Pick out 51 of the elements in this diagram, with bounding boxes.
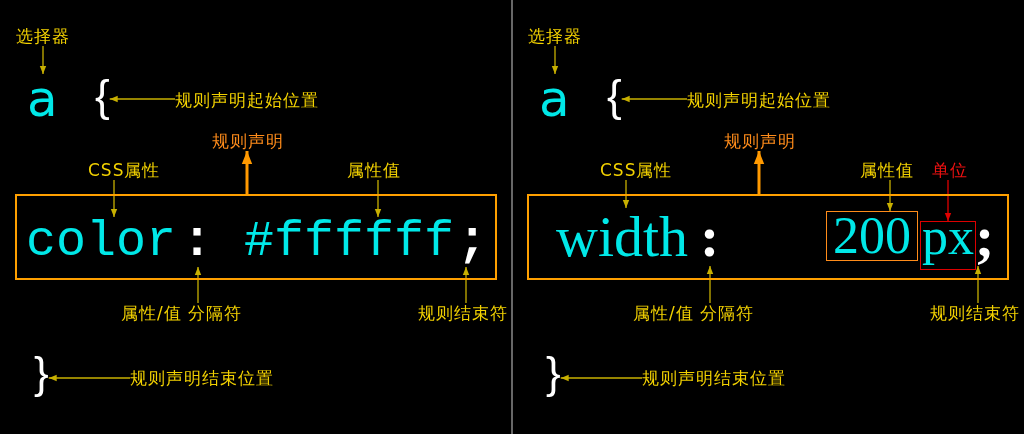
annotation-label: 属性值 (860, 160, 914, 180)
arrow (241, 151, 253, 194)
semicolon: ; (457, 217, 487, 267)
annotation-label: 选择器 (16, 26, 70, 46)
annotation-label: 规则声明 (724, 131, 796, 151)
annotation-label: 属性/值 分隔符 (121, 303, 243, 323)
arrow (944, 179, 952, 222)
annotation-label: 选择器 (528, 26, 582, 46)
colon: : (700, 208, 720, 266)
arrow (974, 265, 982, 304)
closing-brace: } (34, 348, 49, 399)
arrow (374, 179, 382, 218)
annotation-label: 规则声明 (212, 131, 284, 151)
arrow (110, 179, 118, 218)
arrow (109, 95, 176, 103)
unit-text: px (920, 221, 976, 270)
annotation-label: 规则声明结束位置 (642, 368, 786, 388)
annotation-label: 规则声明结束位置 (130, 368, 274, 388)
value-number: 200 (826, 211, 918, 261)
annotation-label: 属性值 (347, 160, 401, 180)
selector-text: a (539, 74, 570, 124)
arrow (194, 266, 202, 304)
annotation-label: CSS属性 (88, 160, 161, 180)
arrow (551, 45, 559, 75)
arrow (622, 179, 630, 209)
arrow (753, 151, 765, 194)
declaration-box (15, 194, 497, 280)
closing-brace: } (546, 348, 561, 399)
arrow (39, 45, 47, 75)
arrow (560, 374, 643, 382)
annotation-label: 规则声明起始位置 (175, 90, 319, 110)
arrow (886, 179, 894, 212)
annotation-label: 规则结束符 (930, 303, 1020, 323)
arrow (621, 95, 688, 103)
annotation-label: 规则结束符 (418, 303, 508, 323)
annotation-label: CSS属性 (600, 160, 673, 180)
arrow (48, 374, 131, 382)
arrow (462, 266, 470, 304)
colon: : (182, 217, 212, 267)
property-value: #ffffff (244, 217, 455, 267)
opening-brace: { (607, 71, 622, 122)
property-name: width (556, 208, 689, 266)
semicolon: ; (975, 208, 995, 266)
annotation-label: 规则声明起始位置 (687, 90, 831, 110)
annotation-label: 单位 (932, 160, 968, 180)
annotation-label: 属性/值 分隔符 (633, 303, 755, 323)
arrow (706, 265, 714, 304)
declaration-box (527, 194, 1009, 280)
property-name: color (26, 217, 177, 267)
opening-brace: { (95, 71, 110, 122)
selector-text: a (27, 74, 58, 124)
